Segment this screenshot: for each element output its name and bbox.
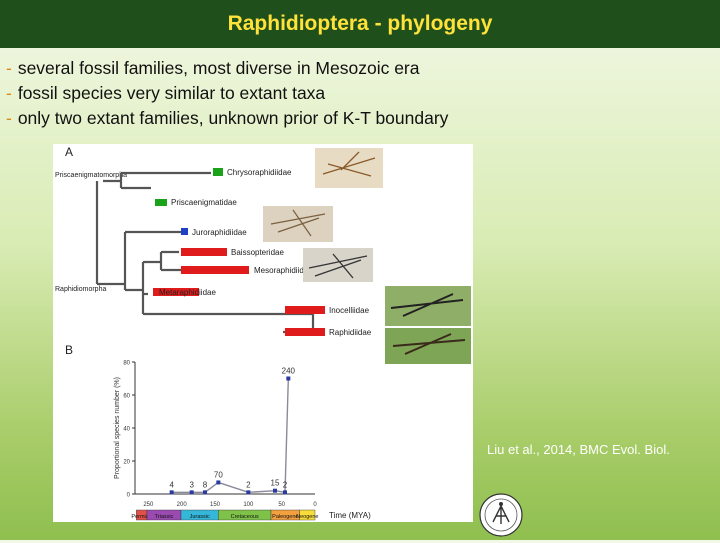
- y-tick-label: 40: [123, 427, 130, 433]
- data-label: 4: [169, 480, 174, 489]
- y-tick-label: 0: [127, 493, 131, 499]
- data-point: [189, 490, 194, 495]
- family-bar-baissopteridae: [181, 248, 227, 256]
- period-label: Permian: [131, 514, 151, 520]
- bullet-item: -fossil species very similar to extant t…: [6, 81, 448, 106]
- specimen-photo: [303, 248, 373, 282]
- x-tick-label: 200: [177, 502, 188, 508]
- family-label-priscaenigmatidae: Priscaenigmatidae: [171, 198, 237, 207]
- family-label-chrysoraphidiidae: Chrysoraphidiidae: [227, 168, 292, 177]
- specimen-photos: [263, 148, 471, 364]
- family-bar-metaraphidiidae: [153, 288, 199, 296]
- slide-title: Raphidioptera - phylogeny: [0, 0, 720, 48]
- logo-graphic: [479, 493, 523, 537]
- university-logo: [478, 492, 524, 543]
- x-tick-label: 100: [243, 502, 254, 508]
- family-bar-mesoraphidiidae: [181, 266, 249, 274]
- family-label-inocelliidae: Inocelliidae: [329, 306, 370, 315]
- data-label: 240: [282, 367, 296, 376]
- family-bar-chrysoraphidiidae: [213, 168, 223, 176]
- data-label: 15: [271, 479, 280, 488]
- data-point: [216, 480, 221, 485]
- bullet-marker: -: [6, 83, 12, 103]
- figure-svg: A Priscaenigmatomorpha Raphidiomorpha Ch: [55, 145, 471, 521]
- clade-label-raphidiomorpha: Raphidiomorpha: [55, 286, 106, 293]
- bullet-text: several fossil families, most diverse in…: [17, 58, 420, 78]
- bullet-text: only two extant families, unknown prior …: [17, 108, 449, 128]
- data-label: 8: [203, 480, 208, 489]
- period-label: Jurassic: [190, 514, 210, 520]
- period-band: [299, 509, 316, 521]
- data-point: [246, 490, 251, 495]
- family-bar-juroraphidiidae: [181, 228, 188, 235]
- bullet-item: -only two extant families, unknown prior…: [6, 106, 448, 131]
- data-point: [286, 376, 291, 381]
- bullet-list: -several fossil families, most diverse i…: [6, 56, 448, 131]
- x-tick-label: 50: [278, 502, 285, 508]
- data-line: [171, 378, 290, 494]
- specimen-photo: [315, 148, 383, 188]
- y-tick-label: 60: [123, 394, 130, 400]
- data-point: [203, 490, 207, 495]
- family-label-juroraphidiidae: Juroraphidiidae: [192, 228, 247, 237]
- period-label: Neogene: [296, 514, 318, 520]
- y-tick-label: 80: [123, 361, 130, 367]
- x-tick-label: 250: [143, 502, 154, 508]
- period-label: Cretaceous: [231, 514, 259, 520]
- family-label-raphidiidae: Raphidiidae: [329, 328, 372, 337]
- period-label: Triassic: [155, 514, 174, 520]
- data-point: [273, 488, 277, 493]
- panel-b-label: B: [65, 343, 73, 357]
- phylogeny-figure: A Priscaenigmatomorpha Raphidiomorpha Ch: [53, 144, 473, 522]
- data-label: 70: [214, 470, 223, 479]
- period-label: Paleogene: [272, 514, 298, 520]
- y-axis-label: Proportional species number (%): [114, 377, 121, 479]
- specimen-photo: [263, 206, 333, 242]
- data-point: [283, 490, 287, 495]
- family-label-metaraphidiidae: Metaraphidiidae: [159, 288, 216, 297]
- data-label: 2: [246, 480, 251, 489]
- family-bar-inocelliidae: [285, 306, 325, 314]
- family-bar-priscaenigmatidae: [155, 199, 167, 206]
- data-point: [169, 490, 174, 495]
- panel-a-label: A: [65, 145, 73, 159]
- y-tick-label: 20: [123, 460, 130, 466]
- x-axis-label: Time (MYA): [329, 511, 371, 520]
- bullet-text: fossil species very similar to extant ta…: [17, 83, 326, 103]
- citation: Liu et al., 2014, BMC Evol. Biol.: [487, 442, 670, 457]
- family-label-baissopteridae: Baissopteridae: [231, 248, 284, 257]
- x-tick-label: 0: [313, 502, 317, 508]
- data-label: 2: [283, 480, 288, 489]
- bullet-marker: -: [6, 58, 12, 78]
- family-label-mesoraphidiidae: Mesoraphidiidae: [254, 266, 313, 275]
- bullet-item: -several fossil families, most diverse i…: [6, 56, 448, 81]
- x-tick-label: 150: [210, 502, 221, 508]
- family-bar-raphidiidae: [285, 328, 325, 336]
- clade-label-priscaenigmatomorpha: Priscaenigmatomorpha: [55, 172, 127, 179]
- data-label: 3: [189, 480, 194, 489]
- bullet-marker: -: [6, 108, 12, 128]
